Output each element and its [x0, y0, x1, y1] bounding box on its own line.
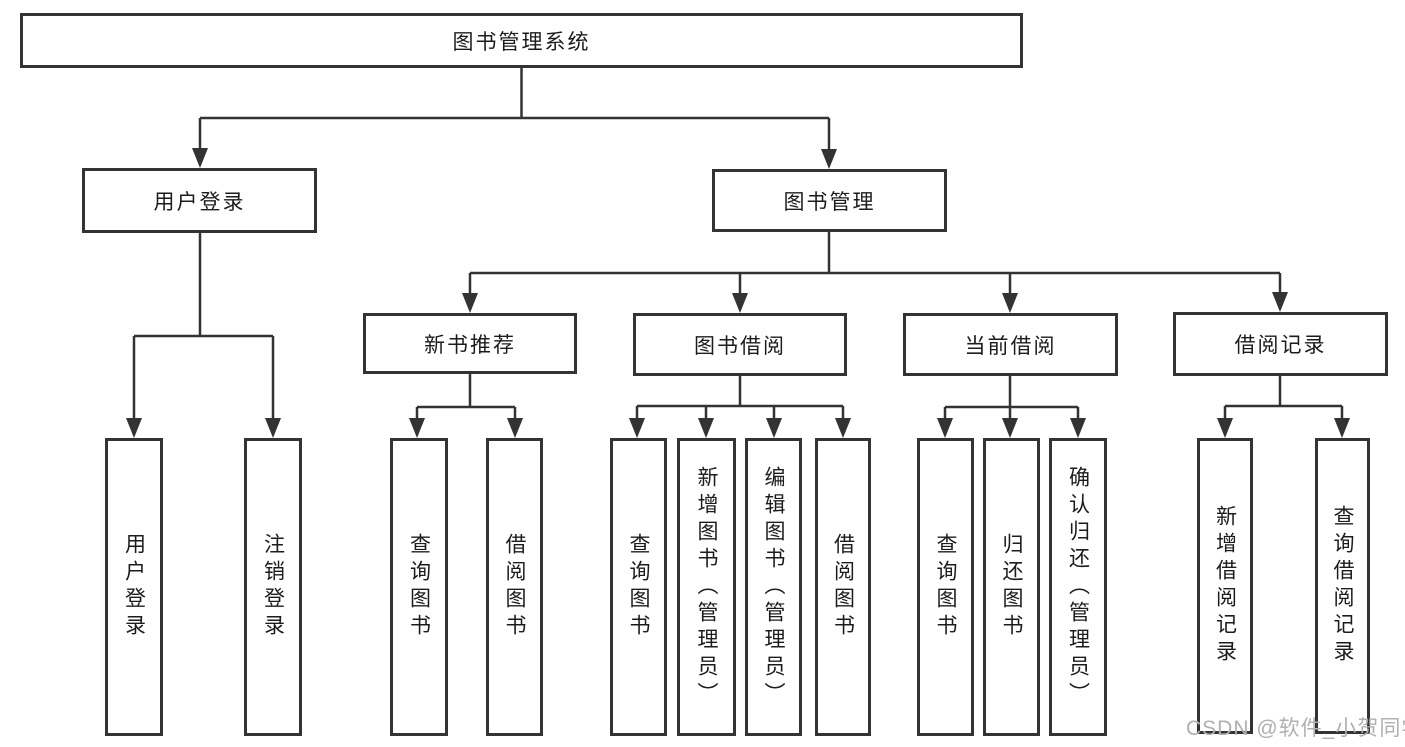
- leaf-query-borrow-record-label: 查询借阅记录: [1331, 505, 1355, 667]
- node-current-borrow-label: 当前借阅: [964, 334, 1057, 358]
- leaf-confirm-return-label: 确认归还（管理员）: [1066, 465, 1090, 709]
- leaf-edit-books-label: 编辑图书（管理员）: [762, 465, 786, 709]
- leaf-user-login: 用户登录: [105, 438, 163, 736]
- node-book-borrow-label: 图书借阅: [694, 334, 786, 358]
- node-root: 图书管理系统: [20, 13, 1023, 68]
- leaf-confirm-return: 确认归还（管理员）: [1049, 438, 1107, 736]
- node-book-borrow: 图书借阅: [633, 313, 847, 376]
- node-book-management-label: 图书管理: [783, 190, 876, 214]
- leaf-add-books-label: 新增图书（管理员）: [695, 465, 719, 709]
- leaf-return-books: 归还图书: [983, 438, 1040, 736]
- leaf-borrow-books-1-label: 借阅图书: [503, 533, 527, 641]
- leaf-borrow-books-2-label: 借阅图书: [831, 533, 855, 641]
- leaf-borrow-books-1: 借阅图书: [486, 438, 543, 736]
- leaf-query-books-2-label: 查询图书: [627, 533, 651, 641]
- leaf-add-books: 新增图书（管理员）: [677, 438, 736, 736]
- node-borrow-records-label: 借阅记录: [1234, 334, 1327, 357]
- node-borrow-records: 借阅记录: [1173, 312, 1388, 376]
- leaf-edit-books: 编辑图书（管理员）: [745, 438, 802, 736]
- leaf-borrow-books-2: 借阅图书: [815, 438, 871, 736]
- node-book-management: 图书管理: [712, 169, 947, 232]
- leaf-query-borrow-record: 查询借阅记录: [1315, 438, 1370, 734]
- leaf-query-books-1: 查询图书: [390, 438, 448, 736]
- node-new-book-recommend-label: 新书推荐: [424, 333, 516, 357]
- leaf-logout-label: 注销登录: [261, 533, 285, 641]
- leaf-user-login-label: 用户登录: [122, 533, 146, 641]
- node-user-login: 用户登录: [82, 168, 317, 233]
- leaf-logout: 注销登录: [244, 438, 302, 736]
- leaf-add-borrow-record-label: 新增借阅记录: [1213, 505, 1237, 667]
- leaf-query-books-3: 查询图书: [917, 438, 974, 736]
- node-root-label: 图书管理系统: [452, 30, 591, 54]
- node-current-borrow: 当前借阅: [903, 313, 1118, 376]
- leaf-query-books-1-label: 查询图书: [407, 533, 431, 641]
- leaf-add-borrow-record: 新增借阅记录: [1197, 438, 1253, 734]
- csdn-watermark: CSDN @软件_小贺同学: [1186, 717, 1405, 740]
- leaf-return-books-label: 归还图书: [1000, 533, 1024, 641]
- leaf-query-books-3-label: 查询图书: [934, 533, 958, 641]
- leaf-query-books-2: 查询图书: [610, 438, 667, 736]
- node-new-book-recommend: 新书推荐: [363, 313, 577, 374]
- node-user-login-label: 用户登录: [153, 190, 246, 214]
